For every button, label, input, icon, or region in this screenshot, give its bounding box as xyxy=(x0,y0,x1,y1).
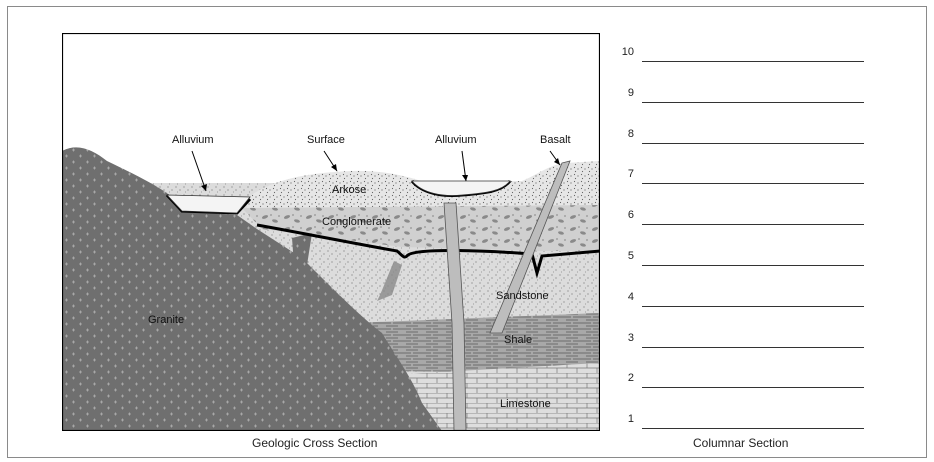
columnar-row-line xyxy=(642,387,864,389)
columnar-row: 6 xyxy=(610,209,870,229)
label-limestone: Limestone xyxy=(500,398,551,410)
columnar-row-number: 7 xyxy=(627,168,634,181)
columnar-section-caption: Columnar Section xyxy=(693,436,789,450)
columnar-row: 3 xyxy=(610,332,870,352)
columnar-row-number: 8 xyxy=(627,127,634,140)
columnar-row: 2 xyxy=(610,372,870,392)
columnar-row-line xyxy=(642,265,864,266)
columnar-row: 9 xyxy=(610,87,870,107)
columnar-row: 5 xyxy=(610,250,870,270)
label-surface: Surface xyxy=(307,134,345,146)
label-basalt: Basalt xyxy=(540,134,571,146)
columnar-row-number: 5 xyxy=(627,250,634,262)
cross-section-caption: Geologic Cross Section xyxy=(252,436,378,450)
columnar-row: 1 xyxy=(610,413,870,433)
label-arkose: Arkose xyxy=(332,184,366,196)
columnar-row-number: 3 xyxy=(627,331,634,344)
columnar-row-number: 4 xyxy=(627,290,634,303)
columnar-row-number: 1 xyxy=(627,413,634,426)
columnar-row-number: 9 xyxy=(627,86,634,99)
label-shale: Shale xyxy=(504,334,532,346)
columnar-row-line xyxy=(642,224,864,226)
label-conglomerate: Conglomerate xyxy=(322,216,391,228)
label-alluvium-right: Alluvium xyxy=(435,134,477,146)
figure-frame xyxy=(7,6,927,458)
columnar-row-number: 2 xyxy=(627,372,634,385)
columnar-row-line xyxy=(642,346,864,348)
label-alluvium-left: Alluvium xyxy=(172,134,214,146)
columnar-row-line xyxy=(642,61,864,62)
columnar-row-line xyxy=(642,142,864,144)
columnar-row-number: 6 xyxy=(627,209,634,222)
columnar-row-line xyxy=(642,101,864,103)
columnar-row-number: 10 xyxy=(621,46,634,58)
columnar-row: 10 xyxy=(610,46,870,66)
label-granite: Granite xyxy=(148,314,184,326)
columnar-row: 8 xyxy=(610,128,870,148)
columnar-row: 4 xyxy=(610,291,870,311)
geologic-cross-section: Alluvium Surface Alluvium Basalt Arkose … xyxy=(62,33,600,431)
columnar-row-line xyxy=(642,183,864,185)
columnar-row-line xyxy=(642,305,864,307)
label-sandstone: Sandstone xyxy=(496,290,549,302)
columnar-row: 7 xyxy=(610,168,870,188)
columnar-row-line xyxy=(642,428,864,430)
